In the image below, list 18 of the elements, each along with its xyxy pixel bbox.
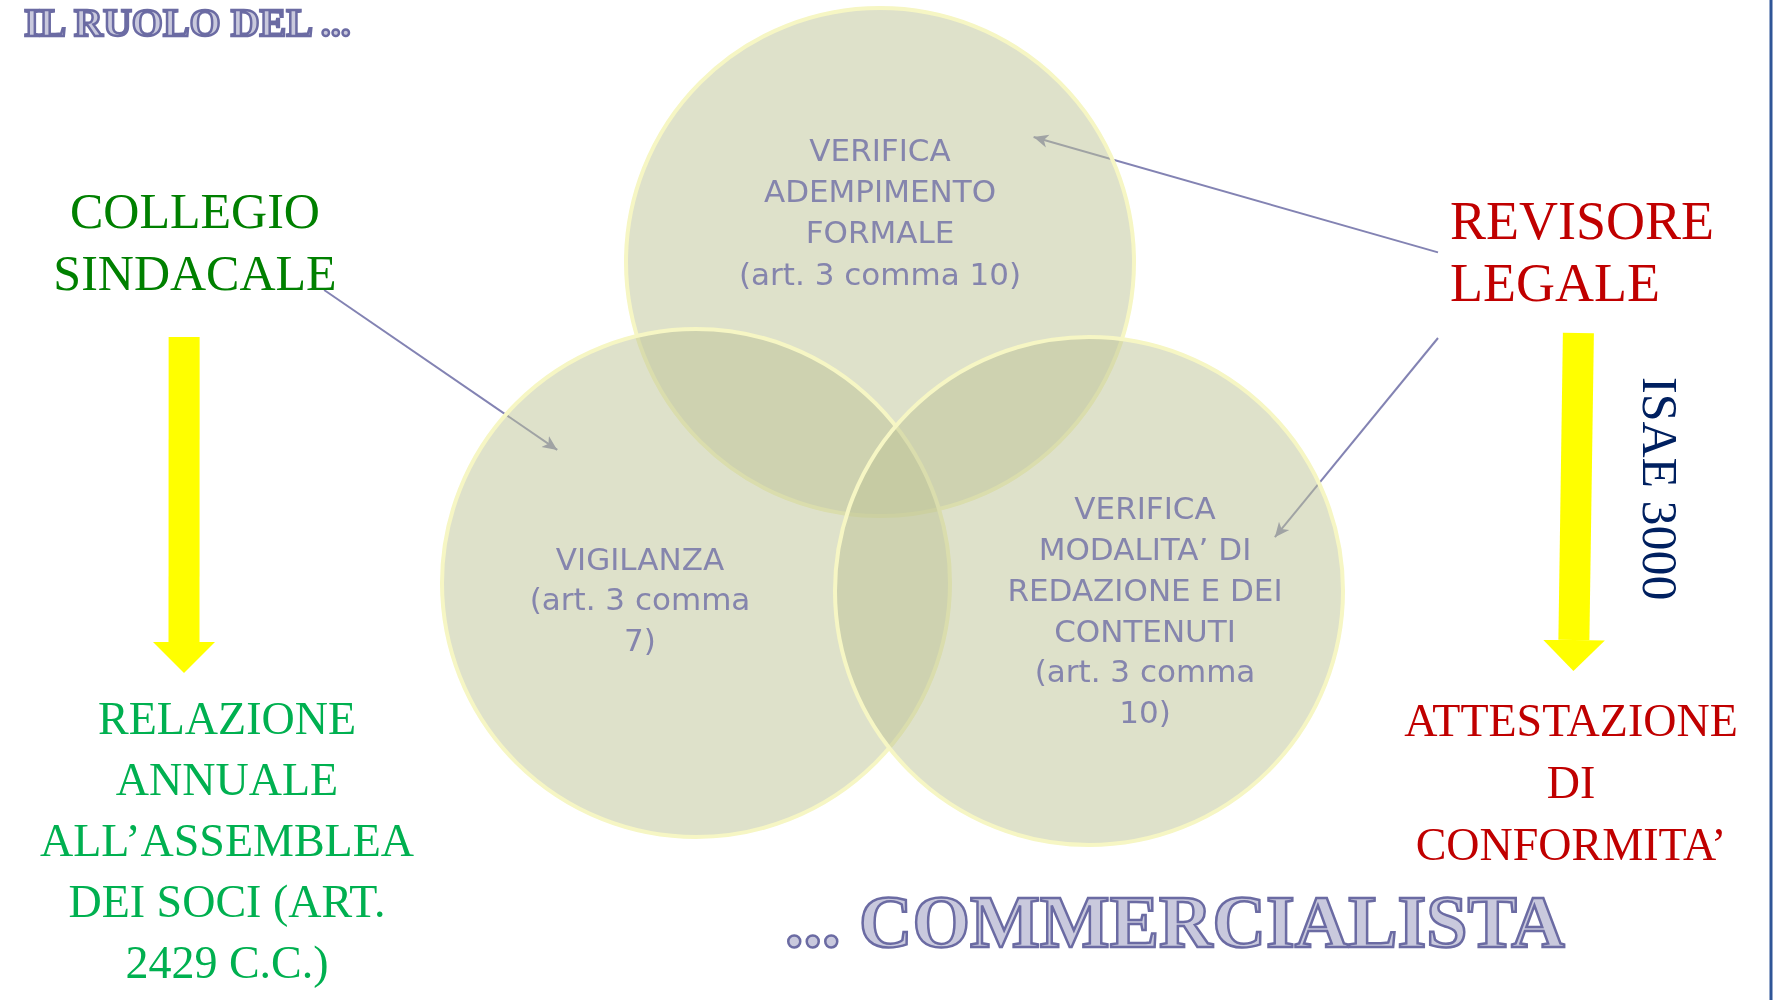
down-arrow xyxy=(153,337,215,673)
caption-text: COLLEGIO SINDACALE xyxy=(52,182,338,303)
arrow xyxy=(1032,134,1439,254)
arrow xyxy=(323,289,559,451)
edge-label: ISAE 3000 xyxy=(1633,376,1688,601)
circle-heading: VERIFICA MODALITA’ DI REDAZIONE E DEI CONTENUTI xyxy=(1006,489,1284,651)
caption-text: RELAZIONE ANNUALE ALL’ASSEMBLEA DEI SOCI (ART. 2429 C.C.) xyxy=(39,692,415,990)
article-reference: (art. 3 comma 7) xyxy=(528,580,752,660)
caption-text: REVISORE LEGALE xyxy=(1450,190,1715,314)
article-reference: (art. 3 comma 10) xyxy=(737,254,1023,294)
circle-heading: VIGILANZA xyxy=(554,539,726,579)
circle-heading: VERIFICA ADEMPIMENTO FORMALE xyxy=(762,130,998,252)
arrow xyxy=(1273,337,1439,539)
down-arrow xyxy=(1542,332,1605,671)
caption-text: ATTESTAZIONE DI CONFORMITA’ xyxy=(1403,694,1739,872)
title: IL RUOLO DEL ... xyxy=(24,0,351,46)
article-reference: (art. 3 comma 10) xyxy=(1033,652,1257,732)
subtitle: ... COMMERCIALISTA xyxy=(785,880,1565,965)
